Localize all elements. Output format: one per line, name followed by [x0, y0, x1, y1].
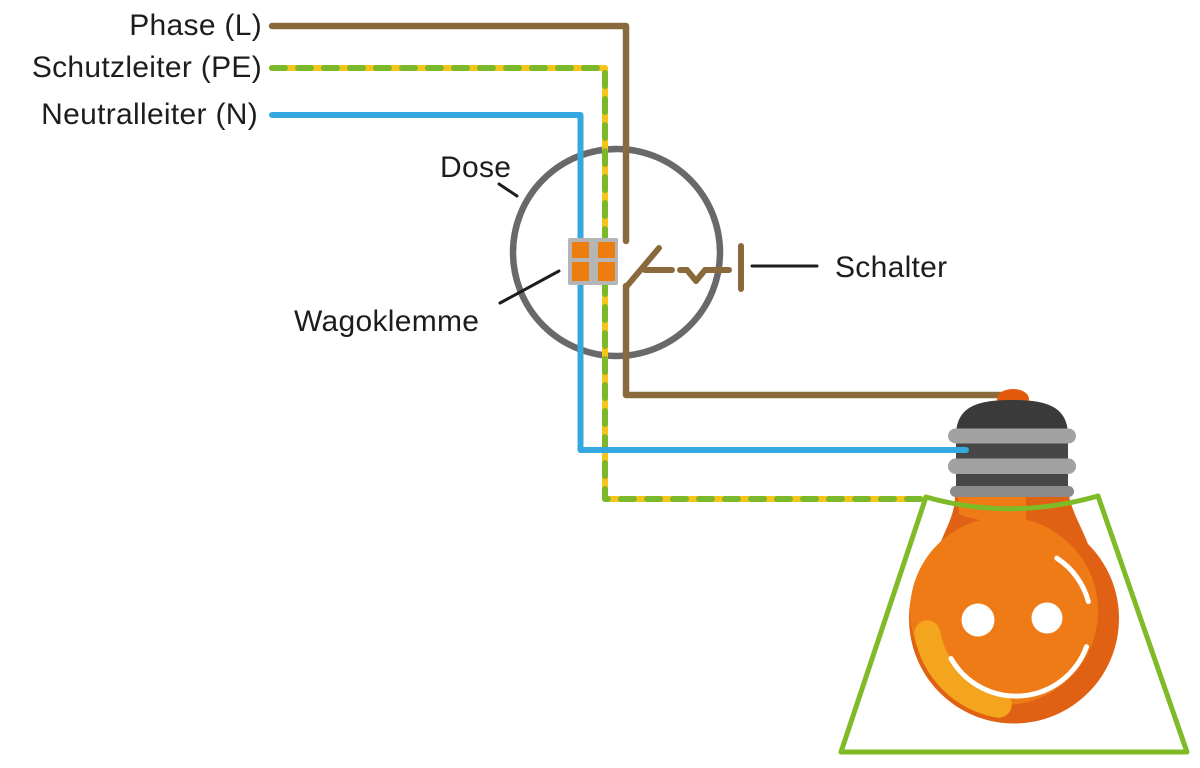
wago-clamp-cell-bottom-right: [598, 262, 615, 281]
lampshade: [838, 493, 1190, 755]
neutral-label: Neutralleiter (N): [41, 98, 258, 131]
lampshade-top-curve: [923, 493, 1101, 512]
bulb-face-smile-arc: [948, 644, 1089, 699]
dose-label: Dose: [440, 151, 511, 184]
switch-symbol: [624, 243, 744, 292]
pe-label: Schutzleiter (PE): [32, 51, 262, 84]
socket-thread-ring-2: [948, 458, 1076, 474]
bulb-face-smile-upper-arc: [1054, 555, 1091, 605]
lampshade-outline: [838, 493, 1190, 755]
schalter-label: Schalter: [835, 251, 947, 284]
socket-thread-dark-1: [956, 440, 1068, 462]
socket-thread-ring-1: [948, 428, 1076, 444]
bulb-face-right-eye: [1031, 602, 1063, 634]
wago-clamp: [568, 238, 618, 285]
wagoklemme-pointer-line: [498, 269, 561, 305]
phase-wire-upper: [268, 22, 630, 245]
dose-pointer-line: [497, 182, 519, 198]
junction-box-circle: [509, 145, 724, 360]
bulb-body: [910, 517, 1098, 705]
wago-clamp-cell-bottom-left: [572, 262, 589, 281]
switch-zigzag: [677, 267, 732, 284]
switch-lever: [624, 245, 662, 289]
phase-wire-lower: [622, 282, 1008, 399]
wago-clamp-cell-top-left: [572, 242, 589, 258]
bulb-socket: [948, 389, 1076, 497]
light-bulb: [908, 496, 1119, 724]
phase-label: Phase (L): [129, 9, 262, 42]
socket-collar: [950, 486, 1074, 497]
wago-clamp-cell-top-right: [598, 242, 615, 258]
bulb-face-left-eye: [961, 603, 995, 637]
wagoklemme-label: Wagoklemme: [294, 305, 479, 338]
bulb-highlight-crescent: [914, 620, 1012, 718]
socket-dome: [956, 400, 1068, 436]
